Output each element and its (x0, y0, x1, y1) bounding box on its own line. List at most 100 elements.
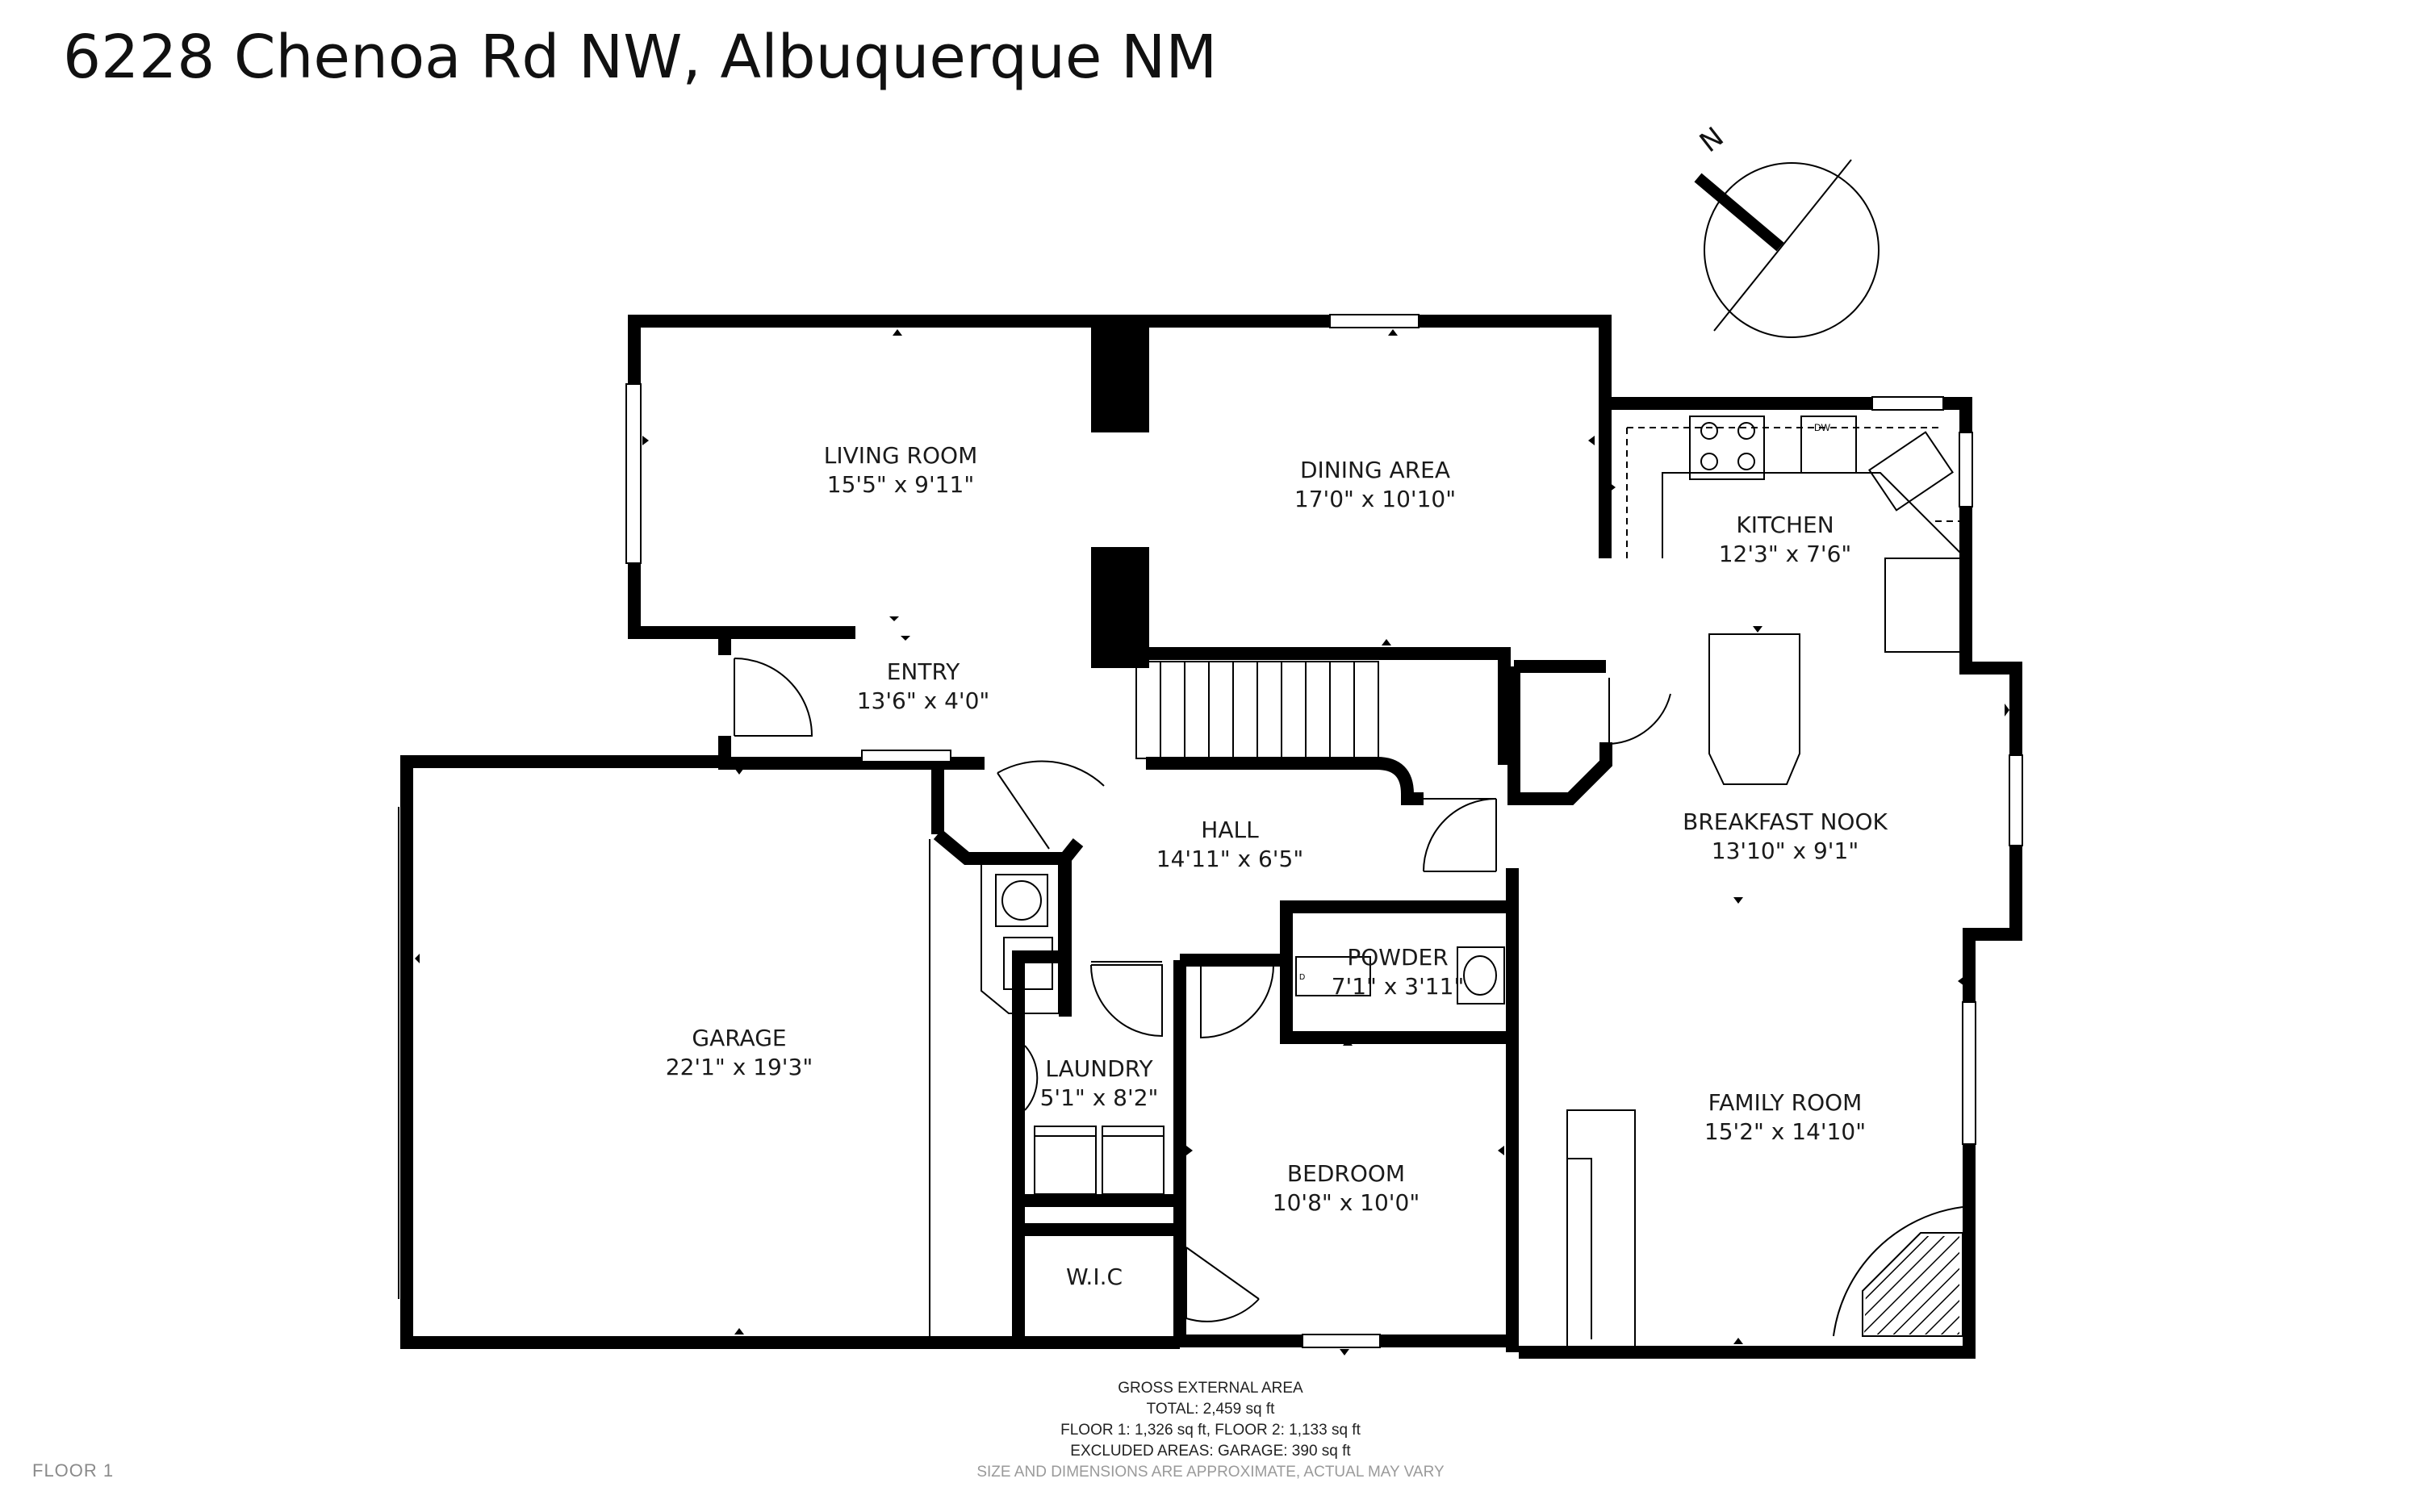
laundry-dim: 5'1" x 8'2" (1040, 1084, 1159, 1111)
window-family-east (1962, 1001, 1976, 1145)
burner-icon (1700, 453, 1718, 470)
tick-mark (893, 329, 902, 336)
wall-laundry-closet (933, 829, 1084, 865)
dining-area-dim: 17'0" x 10'10" (1294, 486, 1456, 512)
compass-axis (1713, 159, 1852, 332)
tick-mark (734, 768, 744, 775)
family-room-name: FAMILY ROOM (1708, 1089, 1863, 1116)
compass-ring (1704, 162, 1880, 338)
hall-name: HALL (1201, 817, 1259, 843)
bedroom-name: BEDROOM (1287, 1160, 1405, 1187)
wic-name: W.I.C (1066, 1263, 1123, 1290)
hall-dim: 14'11" x 6'5" (1156, 846, 1303, 872)
compass-north-label: N (1694, 121, 1730, 159)
laundry-door-swing (1090, 964, 1163, 1038)
burner-icon (1700, 422, 1718, 440)
washer-icon (1034, 1126, 1097, 1195)
powder-fixtures: D (1295, 946, 1505, 1005)
doors (718, 346, 1671, 1322)
tick-mark (415, 954, 420, 963)
tick-mark (1388, 329, 1398, 336)
window-bedroom-south (1302, 1334, 1381, 1348)
wic-door-swing (1185, 1247, 1260, 1322)
dishwasher-label: DW (1814, 422, 1831, 433)
kitchen-fixtures: DW (1626, 416, 1963, 785)
kitchen-dim: 12'3" x 7'6" (1719, 541, 1852, 567)
tick-mark (642, 436, 649, 445)
burner-icon (1737, 422, 1755, 440)
entry-door-swing (734, 658, 813, 737)
bedroom-door-swing (1200, 964, 1274, 1039)
laundry-closet-arc (1024, 1045, 1039, 1111)
area-total: TOTAL: 2,459 sq ft (1147, 1401, 1275, 1418)
tick-mark (1340, 1349, 1349, 1355)
family-fixtures (1566, 1109, 1963, 1352)
powder-door-swing (1423, 798, 1497, 872)
fireplace-inner (1567, 1158, 1592, 1339)
garage-door-swing (997, 760, 1105, 787)
wall-powder (1280, 900, 1519, 1044)
dryer-mark-label: D (1299, 973, 1305, 982)
dishwasher-icon (1800, 416, 1857, 474)
tick-mark (889, 616, 899, 621)
bedroom-dim: 10'8" x 10'0" (1273, 1189, 1420, 1216)
utility-box (1003, 937, 1053, 990)
wall-pillar-lower (1091, 547, 1149, 668)
area-heading: GROSS EXTERNAL AREA (1118, 1380, 1303, 1397)
garage-dim: 22'1" x 19'3" (666, 1054, 813, 1080)
garage-name: GARAGE (692, 1025, 786, 1051)
tick-mark (1958, 976, 1964, 986)
tick-mark (901, 636, 910, 641)
tick-mark (2005, 704, 2009, 716)
entry-dim: 13'6" x 4'0" (857, 687, 990, 714)
cooktop-icon (1689, 416, 1765, 480)
window-living-west (625, 383, 642, 564)
laundry-fixtures (981, 863, 1165, 1195)
window-kitchen-east (1959, 432, 1973, 507)
powder-name: POWDER (1347, 944, 1448, 971)
fridge-icon (1884, 558, 1963, 653)
tick-mark (1733, 1338, 1743, 1344)
tick-mark (1186, 1146, 1193, 1155)
entry-door-gap (718, 655, 733, 736)
living-room-dim: 15'5" x 9'11" (827, 471, 974, 498)
dimension-ticks (415, 329, 2009, 1355)
window-dining-north (1329, 314, 1420, 328)
stair-spiral-inner (1862, 1232, 1963, 1337)
wall-dining-south (1149, 647, 1511, 765)
dryer-icon (1102, 1126, 1165, 1195)
closet-door-swing (1608, 678, 1671, 746)
area-floors: FLOOR 1: 1,326 sq ft, FLOOR 2: 1,133 sq … (1060, 1422, 1361, 1439)
tick-mark (1733, 897, 1743, 904)
garage-door-leaf (997, 772, 1050, 850)
walls (400, 315, 2022, 1359)
door-arc-living (1093, 346, 1106, 404)
door-arc-dining (1129, 567, 1147, 638)
kitchen-name: KITCHEN (1736, 512, 1834, 538)
laundry-name: LAUNDRY (1045, 1055, 1153, 1082)
stair-spiral-hatch (1864, 1236, 1959, 1334)
toilet-tank-icon (1295, 956, 1371, 996)
entry-name: ENTRY (887, 658, 960, 685)
breakfast-nook-name: BREAKFAST NOOK (1683, 808, 1888, 835)
wall-pillar-upper (1091, 324, 1149, 432)
breakfast-nook-dim: 13'10" x 9'1" (1712, 837, 1859, 864)
area-disclaimer: SIZE AND DIMENSIONS ARE APPROXIMATE, ACT… (976, 1464, 1445, 1481)
windows (625, 314, 2023, 1348)
window-kitchen-north (1871, 396, 1944, 411)
wall-stair-curve (1146, 757, 1424, 805)
page-title: 6228 Chenoa Rd NW, Albuquerque NM (63, 23, 1218, 92)
dining-area-name: DINING AREA (1300, 457, 1450, 483)
compass: N (1694, 121, 1880, 338)
vanity-icon (1457, 946, 1505, 1005)
burner-icon (1737, 453, 1755, 470)
living-room-name: LIVING ROOM (824, 442, 978, 469)
floor-label: FLOOR 1 (32, 1460, 115, 1481)
family-room-dim: 15'2" x 14'10" (1704, 1118, 1866, 1145)
powder-dim: 7'1" x 3'11" (1332, 973, 1465, 1000)
counter-edge-right (1935, 520, 1962, 558)
tick-mark (1609, 482, 1616, 492)
powder-sink-icon (1463, 955, 1497, 996)
area-summary: GROSS EXTERNAL AREA TOTAL: 2,459 sq ft F… (976, 1380, 1445, 1481)
wall-closet-left (1507, 666, 1612, 805)
